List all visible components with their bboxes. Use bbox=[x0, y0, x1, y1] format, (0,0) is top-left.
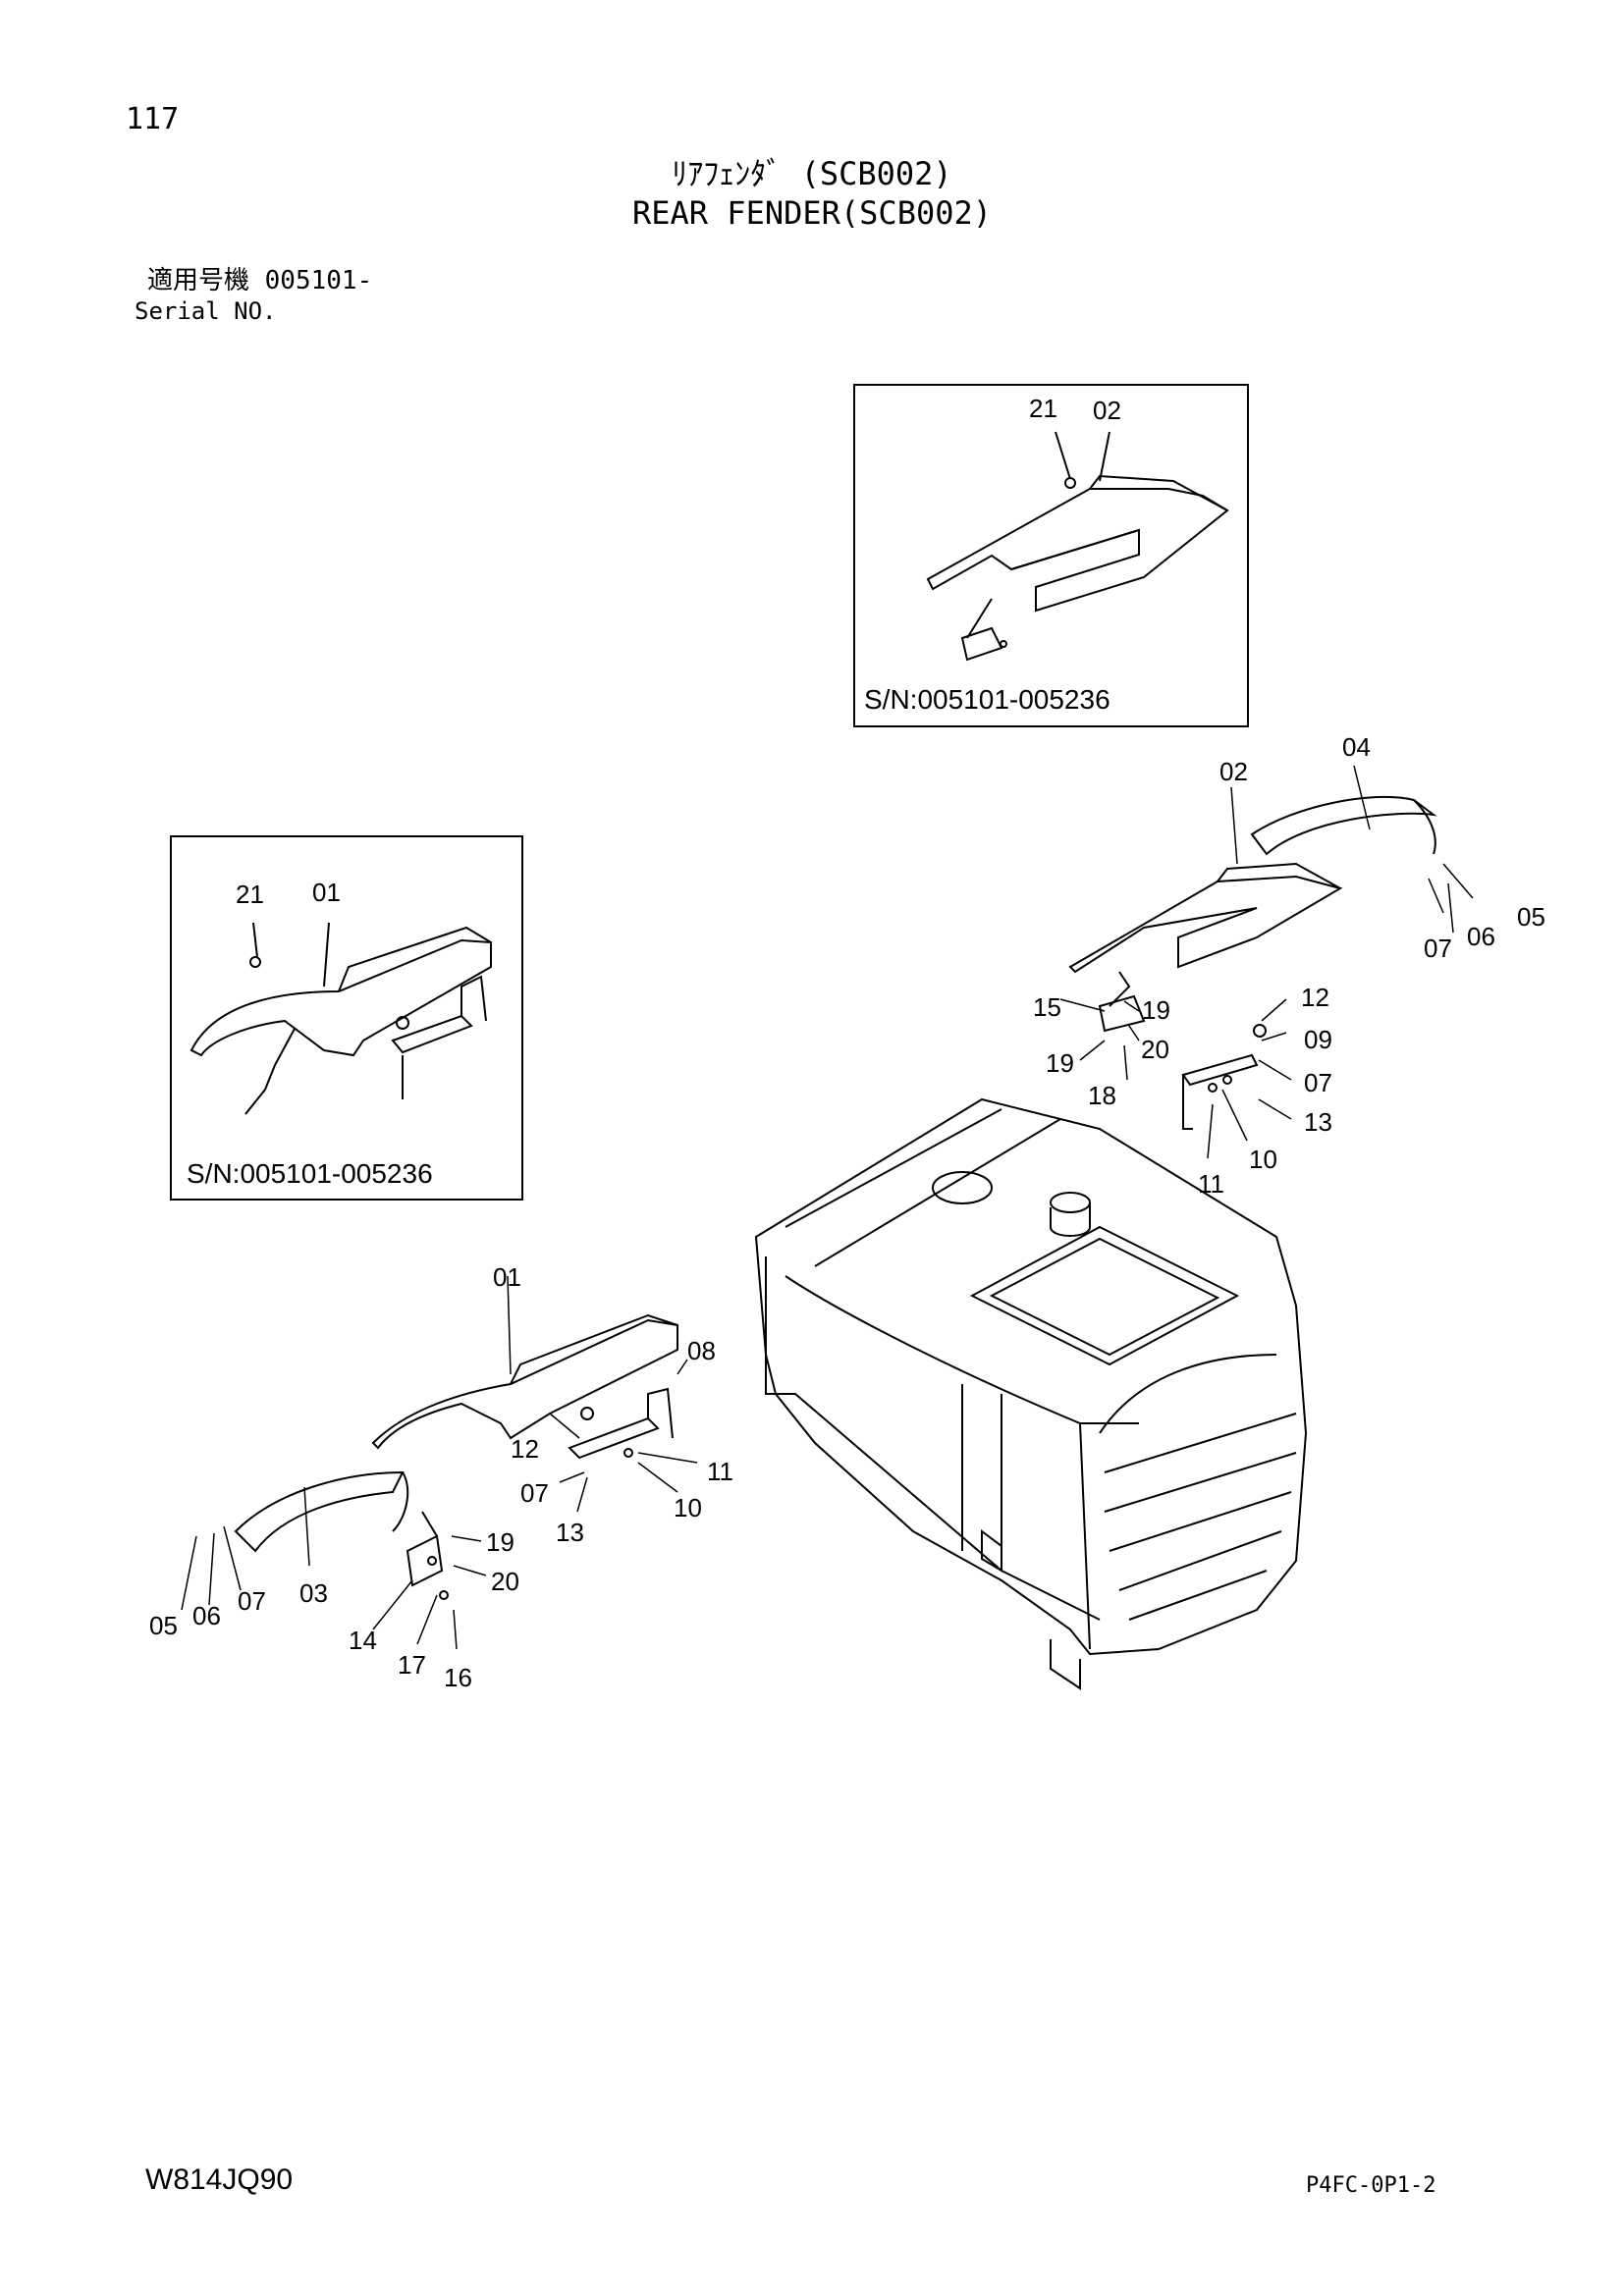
callout-19-right-a: 19 bbox=[1142, 995, 1170, 1025]
callout-13-left: 13 bbox=[556, 1518, 584, 1547]
callout-07-right-top: 07 bbox=[1424, 934, 1452, 963]
inset-top-serial-range: S/N:005101-005236 bbox=[864, 684, 1110, 715]
callout-05-left: 05 bbox=[149, 1611, 178, 1640]
footer-page-code: P4FC-0P1-2 bbox=[1306, 2173, 1436, 2198]
callout-inset-left-21: 21 bbox=[236, 880, 264, 909]
callout-inset-top-21: 21 bbox=[1029, 394, 1057, 423]
callout-11-right: 11 bbox=[1198, 1169, 1224, 1199]
frame-01 bbox=[371, 1313, 678, 1460]
callout-08: 08 bbox=[687, 1336, 716, 1365]
inset-box-top bbox=[853, 384, 1249, 727]
leader-lines bbox=[181, 765, 1474, 1650]
callout-04: 04 bbox=[1342, 732, 1371, 762]
callout-07-left-mid: 07 bbox=[520, 1478, 549, 1508]
callout-12-right: 12 bbox=[1301, 983, 1329, 1012]
footer-drawing-code: W814JQ90 bbox=[145, 2163, 294, 2196]
title-english: REAR FENDER(SCB002) bbox=[631, 194, 993, 232]
machine-hood bbox=[754, 1097, 1308, 1690]
callout-13-right: 13 bbox=[1304, 1107, 1332, 1137]
callout-inset-left-01: 01 bbox=[312, 878, 341, 907]
callout-12-left: 12 bbox=[511, 1434, 539, 1464]
callout-19-right-b: 19 bbox=[1046, 1048, 1074, 1078]
inset-left-serial-range: S/N:005101-005236 bbox=[187, 1158, 433, 1189]
fender-04 bbox=[1250, 795, 1437, 856]
callout-15: 15 bbox=[1033, 992, 1061, 1022]
inset-left-fender-frame bbox=[189, 922, 492, 1115]
callout-labels: 21 02 21 01 04 02 05 06 07 15 19 20 19 1… bbox=[149, 394, 1545, 1692]
callout-16: 16 bbox=[444, 1663, 472, 1692]
callout-18: 18 bbox=[1088, 1081, 1116, 1110]
callout-02-main: 02 bbox=[1219, 757, 1248, 786]
callout-10-left: 10 bbox=[674, 1493, 702, 1522]
callout-06-right: 06 bbox=[1467, 922, 1495, 951]
callout-03: 03 bbox=[299, 1578, 328, 1608]
callout-07-left: 07 bbox=[238, 1586, 266, 1616]
callout-05-right: 05 bbox=[1517, 902, 1545, 932]
serial-label: 適用号機 005101- bbox=[147, 266, 373, 295]
inset-top-fender-frame bbox=[926, 431, 1229, 662]
callout-20-left: 20 bbox=[491, 1567, 519, 1596]
frame-02 bbox=[1068, 862, 1343, 1130]
callout-10-right: 10 bbox=[1249, 1145, 1277, 1174]
serial-range-labels: S/N:005101-005236 S/N:005101-005236 bbox=[187, 684, 1110, 1189]
callout-17: 17 bbox=[398, 1650, 426, 1680]
bracket-14 bbox=[406, 1511, 449, 1600]
serial-sub-label: Serial NO. bbox=[135, 297, 277, 325]
fender-03 bbox=[234, 1470, 409, 1553]
callout-07-right: 07 bbox=[1304, 1068, 1332, 1097]
inset-box-left bbox=[170, 835, 523, 1201]
callout-06-left: 06 bbox=[192, 1601, 221, 1630]
callout-11-left: 11 bbox=[707, 1457, 733, 1486]
callout-09: 09 bbox=[1304, 1025, 1332, 1054]
callout-14: 14 bbox=[349, 1626, 377, 1655]
page-number: 117 bbox=[126, 102, 180, 136]
callout-19-left: 19 bbox=[486, 1527, 514, 1557]
callout-20-right: 20 bbox=[1141, 1035, 1169, 1064]
callout-01-main: 01 bbox=[493, 1262, 521, 1292]
title-japanese: ﾘｱﾌｪﾝﾀﾞ (SCB002) bbox=[672, 155, 952, 192]
callout-inset-top-02: 02 bbox=[1093, 396, 1121, 425]
